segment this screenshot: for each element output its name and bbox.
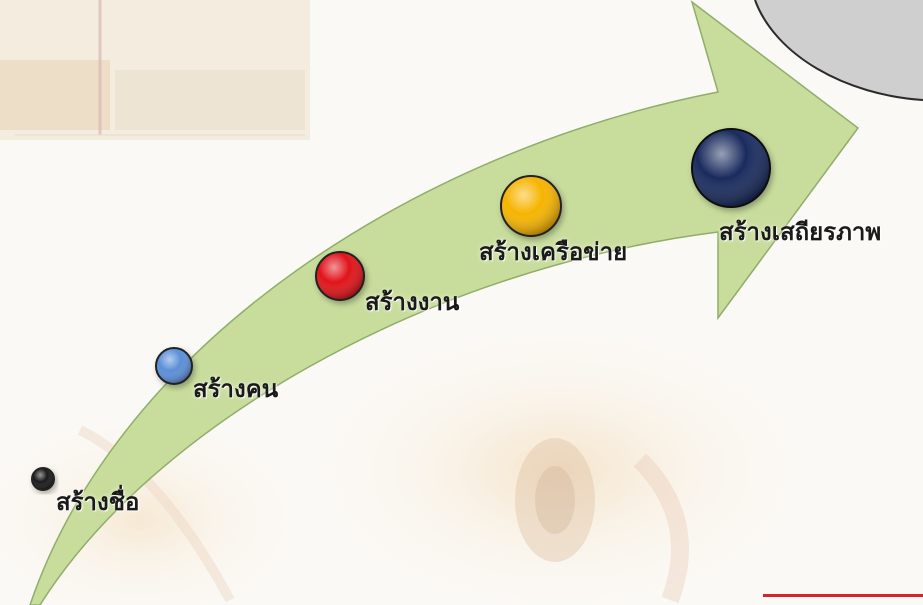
background-eye-shape <box>515 438 595 562</box>
background-glow <box>300 320 820 605</box>
accent-bar <box>763 594 923 597</box>
speech-bubble-outline <box>754 0 923 101</box>
speech-bubble <box>755 0 923 100</box>
stage-1-label: สร้างชื่อ <box>56 488 140 516</box>
stage-3-label: สร้างงาน <box>365 288 460 316</box>
stage-1-dot <box>31 467 55 491</box>
stage-3-dot <box>315 251 365 301</box>
stage-2-label: สร้างคน <box>193 375 279 403</box>
stage-5-dot <box>691 128 771 208</box>
stage-4-dot <box>500 175 562 237</box>
stage-4-label: สร้างเครือข่าย <box>479 238 628 266</box>
stage-5-label: สร้างเสถียรภาพ <box>719 218 882 246</box>
stage-2-dot <box>155 347 193 385</box>
